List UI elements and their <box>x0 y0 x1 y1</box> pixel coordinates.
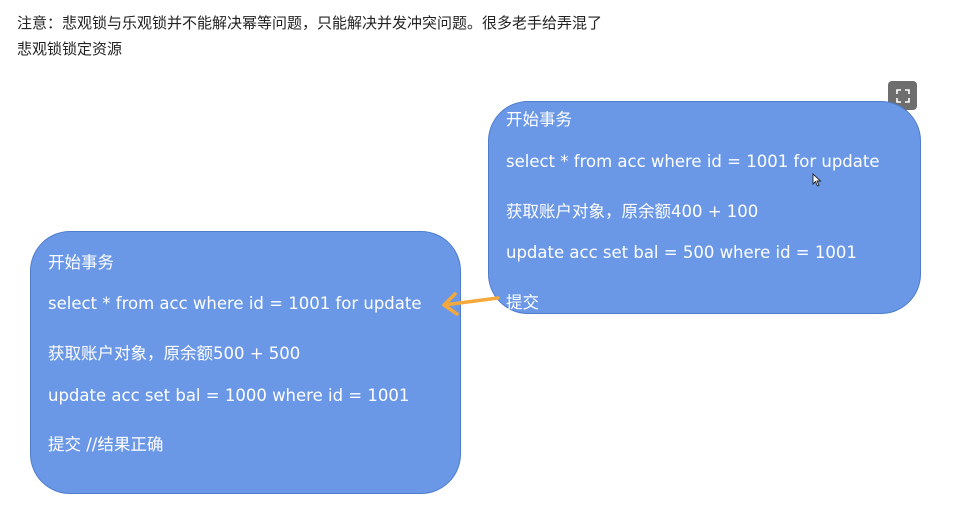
transaction-begin-label: 开始事务 <box>506 110 572 129</box>
transaction-begin-label: 开始事务 <box>48 253 114 272</box>
transaction-commit-label: 提交 //结果正确 <box>48 435 164 454</box>
transaction-select-statement: select * from acc where id = 1001 for up… <box>48 294 422 313</box>
transaction-box-second: 开始事务 select * from acc where id = 1001 f… <box>30 231 461 494</box>
transaction-read-balance: 获取账户对象，原余额500 + 500 <box>48 344 301 363</box>
transaction-update-statement: update acc set bal = 500 where id = 1001 <box>506 243 857 262</box>
note-text: 注意：悲观锁与乐观锁并不能解决幂等问题，只能解决并发冲突问题。很多老手给弄混了 … <box>17 10 602 62</box>
transaction-read-balance: 获取账户对象，原余额400 + 100 <box>506 202 759 221</box>
transaction-commit-label: 提交 <box>506 293 539 312</box>
transaction-update-statement: update acc set bal = 1000 where id = 100… <box>48 386 410 405</box>
transaction-select-statement: select * from acc where id = 1001 for up… <box>506 152 880 171</box>
note-line-1: 注意：悲观锁与乐观锁并不能解决幂等问题，只能解决并发冲突问题。很多老手给弄混了 <box>17 14 603 32</box>
note-line-2: 悲观锁锁定资源 <box>17 40 123 58</box>
lock-wait-arrow <box>442 292 500 316</box>
transaction-box-first: 开始事务 select * from acc where id = 1001 f… <box>488 101 921 314</box>
expand-icon <box>895 88 910 103</box>
mouse-cursor-icon <box>812 173 822 187</box>
